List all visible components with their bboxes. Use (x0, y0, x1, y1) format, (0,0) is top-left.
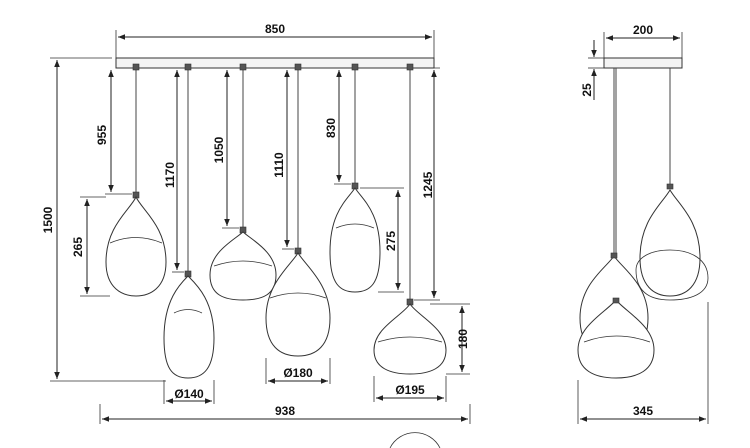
front-canopy-bar (115, 57, 435, 69)
cable-1-label: 955 (95, 125, 109, 145)
overall-width-label: 938 (275, 404, 295, 418)
shade-1-height-label: 265 (71, 237, 85, 257)
cable-2-label: 1170 (163, 162, 177, 188)
shade-5 (329, 182, 381, 293)
diameter-large-label: Ø195 (395, 383, 425, 397)
bottom-edge-circle-fragment (389, 432, 441, 448)
canopy-width-label: 850 (265, 22, 285, 36)
shade-4 (265, 247, 331, 357)
shade-1 (105, 191, 167, 297)
side-canopy-bar (603, 57, 683, 69)
side-width-label: 345 (633, 404, 653, 418)
side-view: 200 25 345 (577, 23, 709, 424)
cable-4-label: 1110 (272, 152, 286, 178)
shade-6-height-label: 180 (456, 329, 470, 349)
canopy-depth-label: 200 (633, 23, 653, 37)
total-height-label: 1500 (41, 206, 55, 233)
canopy-height-label: 25 (580, 83, 594, 97)
cable-6-label: 1245 (421, 171, 435, 198)
shade-6 (373, 298, 447, 375)
shade-5-height-label: 275 (384, 231, 398, 251)
front-view: 850 (41, 22, 471, 424)
shade-3 (209, 226, 277, 301)
diameter-medium-label: Ø180 (283, 366, 313, 380)
cable-5-label: 830 (324, 118, 338, 138)
shade-2 (163, 270, 215, 379)
diameter-small-label: Ø140 (174, 387, 204, 401)
cable-3-label: 1050 (212, 136, 226, 163)
